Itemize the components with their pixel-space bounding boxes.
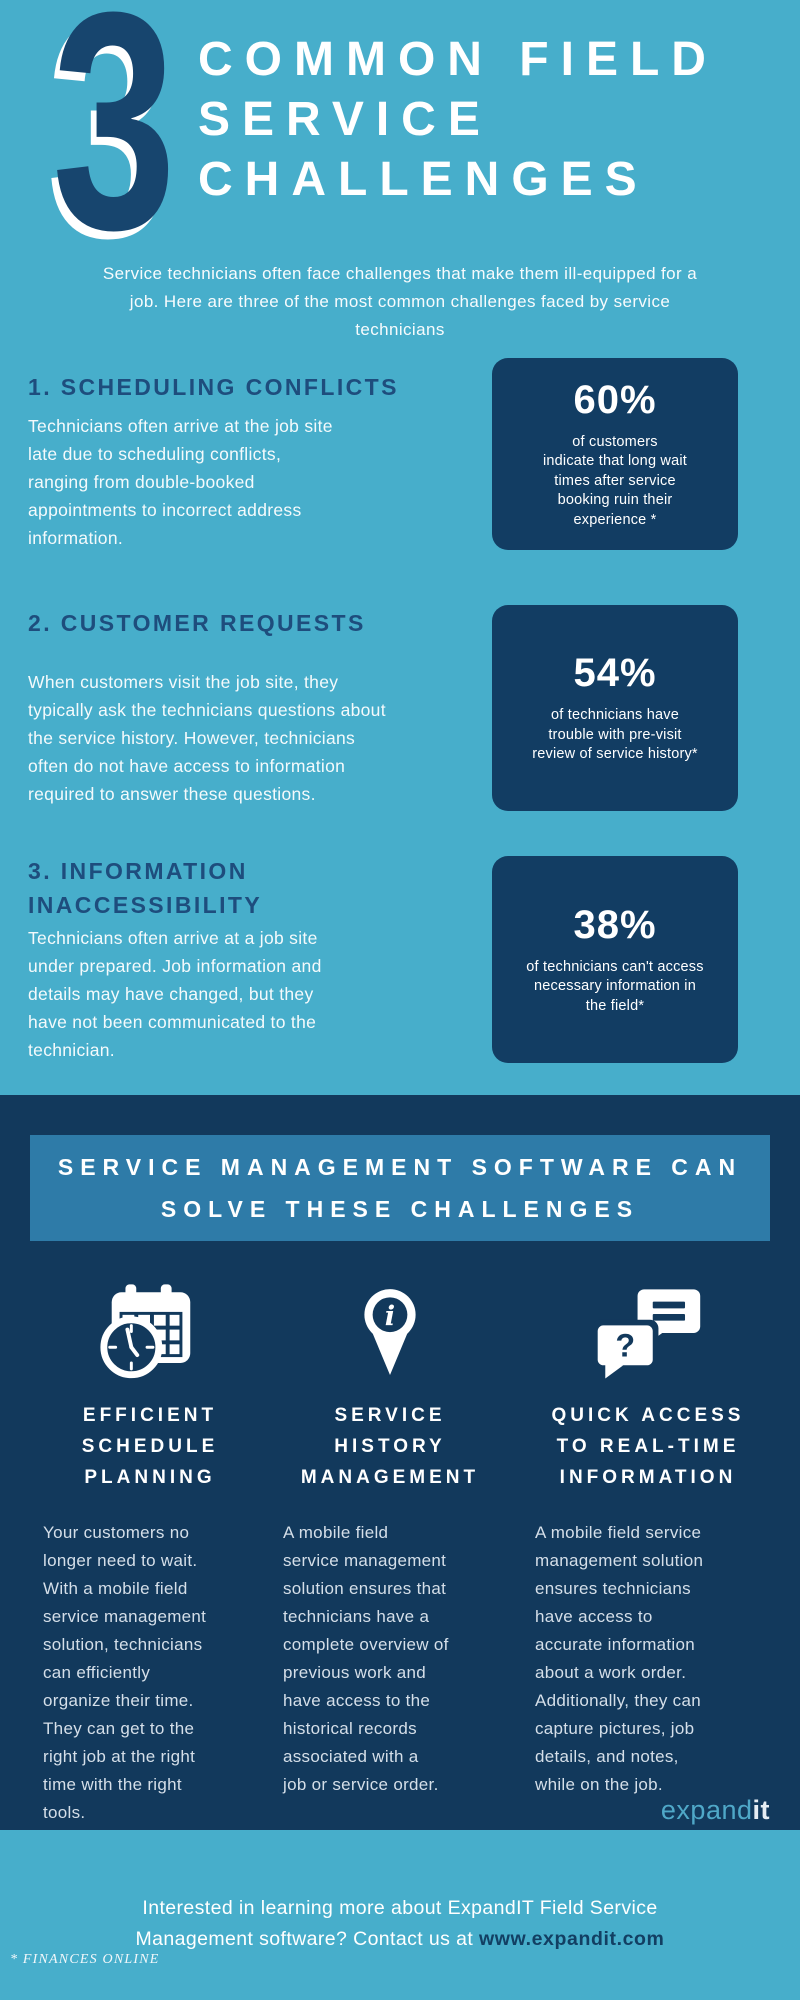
stat-card-38: 38% of technicians can't access necessar…: [492, 856, 738, 1063]
stat-caption: of technicians can't access necessary in…: [526, 958, 704, 1014]
logo-text-expand: expand: [660, 1795, 753, 1825]
stat-caption: of customers indicate that long wait tim…: [542, 433, 688, 528]
stat-value: 60%: [573, 377, 657, 422]
solutions-section: SERVICE MANAGEMENT SOFTWARE CAN SOLVE TH…: [0, 1095, 800, 1830]
intro-text: Service technicians often face challenge…: [102, 264, 698, 339]
calendar-clock-icon: [35, 1282, 265, 1394]
hero-number-3: 3: [52, 0, 177, 294]
stat-value: 38%: [573, 902, 657, 947]
challenge-2-heading: 2. CUSTOMER REQUESTS: [28, 610, 366, 636]
solution-heading-quick-access: QUICK ACCESS TO REAL-TIME INFORMATION: [551, 1405, 745, 1488]
solution-heading-service-history-management: SERVICE HISTORY MANAGEMENT: [300, 1405, 480, 1488]
challenge-1-body: Technicians often arrive at the job site…: [28, 416, 333, 548]
location-pin-info-icon: i: [275, 1282, 505, 1394]
website-link[interactable]: www.expandit.com: [479, 1928, 665, 1950]
chat-bubbles-icon: ?: [533, 1282, 763, 1394]
solutions-banner: SERVICE MANAGEMENT SOFTWARE CAN SOLVE TH…: [30, 1135, 770, 1241]
cta-prefix: Interested in learning more about Expand…: [135, 1897, 658, 1950]
solution-body: A mobile field service management soluti…: [283, 1523, 449, 1794]
solution-body: Your customers no longer need to wait. W…: [43, 1523, 207, 1822]
challenge-3-heading: 3. INFORMATION INACCESSIBILITY: [28, 858, 263, 918]
expandit-logo: expandit: [661, 1795, 770, 1826]
page-title: COMMON FIELD SERVICE CHALLENGES: [198, 33, 718, 206]
stat-caption: of technicians have trouble with pre-vis…: [532, 707, 698, 763]
challenge-3-body: Technicians often arrive at a job site u…: [28, 928, 322, 1060]
solution-column-history: i SERVICE HISTORY MANAGEMENT A mobile fi…: [275, 1282, 505, 1799]
question-glyph: ?: [615, 1328, 635, 1364]
stat-card-54: 54% of technicians have trouble with pre…: [492, 605, 738, 811]
source-footnote: * FINANCES ONLINE: [10, 1952, 160, 1967]
stat-value: 54%: [573, 651, 657, 696]
solution-heading-efficient-schedule-planning: EFFICIENT SCHEDULE PLANNING: [81, 1405, 219, 1488]
stat-card-60: 60% of customers indicate that long wait…: [492, 358, 738, 550]
logo-text-it: it: [752, 1795, 770, 1825]
cta-text: Interested in learning more about Expand…: [100, 1862, 700, 1955]
info-glyph: i: [385, 1300, 395, 1332]
challenge-2-body: When customers visit the job site, they …: [28, 672, 386, 804]
solution-column-realtime: ? QUICK ACCESS TO REAL-TIME INFORMATION …: [533, 1282, 763, 1799]
solution-body: A mobile field service management soluti…: [535, 1523, 704, 1794]
challenge-1-heading: 1. SCHEDULING CONFLICTS: [28, 374, 399, 400]
solution-column-schedule: EFFICIENT SCHEDULE PLANNING Your custome…: [35, 1282, 265, 1827]
